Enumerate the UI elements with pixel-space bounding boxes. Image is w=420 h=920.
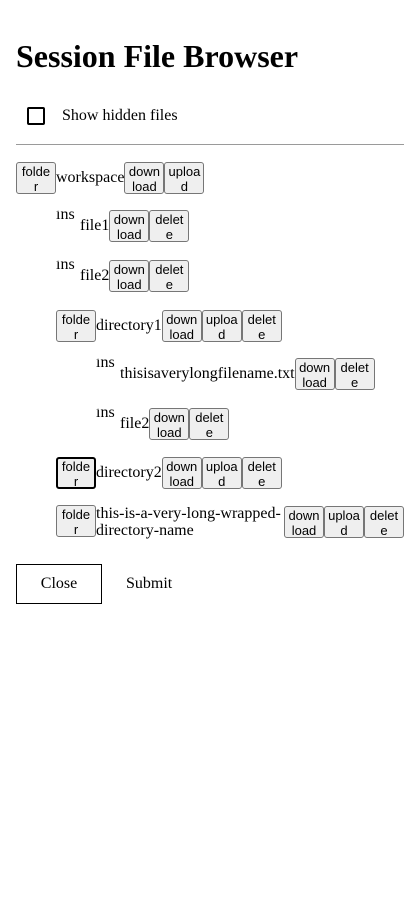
download-button[interactable]: download [161, 457, 202, 489]
download-button[interactable]: download [124, 162, 165, 194]
download-button[interactable]: download [284, 506, 324, 538]
tree-item-name: thisisaverylongfilename.txt [120, 365, 295, 382]
upload-button[interactable]: upload [324, 506, 364, 538]
delete-button[interactable]: delete [241, 310, 282, 342]
folder-toggle-button[interactable]: folder [56, 457, 96, 489]
tree-row-workspace: folder workspace download upload [16, 162, 205, 194]
upload-button[interactable]: upload [201, 457, 242, 489]
tree-item-name: workspace [56, 169, 125, 186]
insert-link[interactable]: ins [56, 260, 75, 273]
tree-item-name: file2 [120, 415, 150, 432]
tree-row-file1: ins file1 download delete [56, 210, 190, 242]
download-button[interactable]: download [149, 408, 190, 440]
tree-item-name: file2 [80, 267, 110, 284]
tree-item-name: directory1 [96, 317, 162, 334]
tree-item-name: file1 [80, 217, 110, 234]
divider [16, 144, 404, 145]
download-button[interactable]: download [161, 310, 202, 342]
folder-toggle-button[interactable]: folder [56, 505, 96, 537]
insert-link[interactable]: ins [96, 358, 115, 371]
delete-button[interactable]: delete [189, 408, 230, 440]
close-button[interactable]: Close [16, 564, 102, 604]
delete-button[interactable]: delete [334, 358, 375, 390]
tree-row-directory2: folder directory2 download upload delete [56, 457, 282, 489]
download-button[interactable]: download [294, 358, 335, 390]
tree-row-directory1: folder directory1 download upload delete [56, 310, 282, 342]
insert-link[interactable]: ins [96, 408, 115, 421]
show-hidden-toggle[interactable]: Show hidden files [27, 107, 178, 125]
show-hidden-checkbox[interactable] [27, 107, 45, 125]
upload-button[interactable]: upload [201, 310, 242, 342]
tree-item-name: directory2 [96, 464, 162, 481]
delete-button[interactable]: delete [364, 506, 404, 538]
tree-row-dir1-file2: ins file2 download delete [96, 408, 230, 440]
folder-toggle-button[interactable]: folder [56, 310, 96, 342]
insert-link[interactable]: ins [56, 210, 75, 223]
download-button[interactable]: download [109, 210, 150, 242]
tree-row-long-file: ins thisisaverylongfilename.txt download… [96, 358, 375, 390]
tree-item-name: this-is-a-very-long-wrapped-directory-na… [96, 505, 281, 539]
delete-button[interactable]: delete [241, 457, 282, 489]
folder-toggle-button[interactable]: folder [16, 162, 56, 194]
tree-row-file2: ins file2 download delete [56, 260, 190, 292]
delete-button[interactable]: delete [149, 260, 190, 292]
delete-button[interactable]: delete [149, 210, 190, 242]
download-button[interactable]: download [109, 260, 150, 292]
show-hidden-label: Show hidden files [62, 107, 178, 124]
tree-row-long-directory: folder this-is-a-very-long-wrapped-direc… [56, 505, 404, 539]
submit-button[interactable]: Submit [126, 575, 173, 592]
upload-button[interactable]: upload [164, 162, 205, 194]
page-title: Session File Browser [16, 38, 299, 74]
